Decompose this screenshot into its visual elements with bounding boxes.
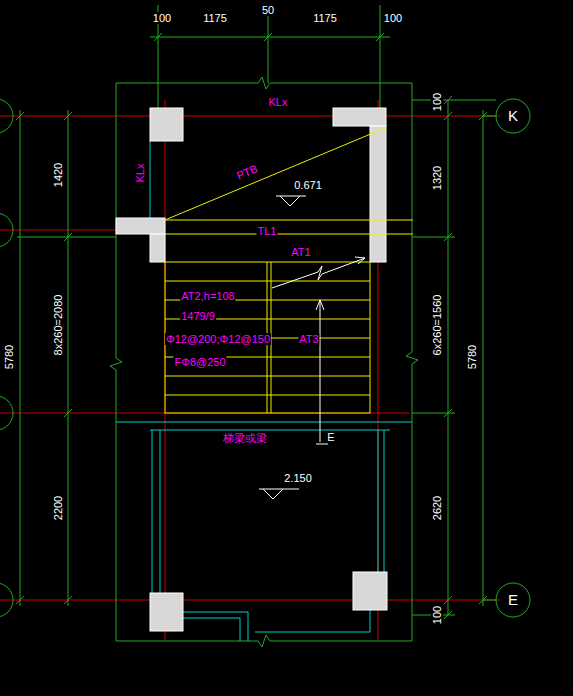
plan-stroke bbox=[316, 444, 328, 445]
dimension: 1175 bbox=[312, 12, 338, 24]
plan-stroke bbox=[276, 196, 306, 206]
flight-label: AT2,h=108 bbox=[180, 290, 235, 302]
axis-label: K bbox=[507, 110, 519, 122]
plan-stroke bbox=[268, 5, 269, 83]
plan-stroke bbox=[165, 234, 413, 235]
plan-stroke bbox=[483, 110, 484, 606]
dimension: 8x260=2080 bbox=[52, 294, 64, 357]
plan-stroke bbox=[0, 600, 500, 601]
plan-stroke bbox=[370, 126, 386, 262]
dimension: 1175 bbox=[202, 12, 228, 24]
plan-stroke bbox=[378, 430, 379, 572]
dimension: 1420 bbox=[52, 162, 64, 188]
beam-label: TL1 bbox=[257, 225, 278, 237]
dimension: 100 bbox=[431, 605, 443, 625]
plan-stroke bbox=[333, 108, 386, 126]
plan-stroke bbox=[116, 218, 165, 234]
beam-label: KLx bbox=[134, 163, 146, 184]
dimension: 5780 bbox=[3, 344, 15, 370]
plan-stroke bbox=[272, 258, 365, 288]
dimension: 5780 bbox=[466, 344, 478, 370]
plan-stroke bbox=[412, 100, 496, 101]
plan-stroke bbox=[0, 99, 13, 133]
plan-stroke bbox=[165, 281, 370, 282]
plan-stroke bbox=[165, 128, 385, 220]
plan-stroke bbox=[150, 593, 183, 631]
plan-stroke bbox=[20, 110, 21, 606]
plan-stroke bbox=[165, 281, 370, 395]
plan-stroke bbox=[165, 395, 370, 396]
plan-stroke bbox=[150, 234, 165, 262]
plan-stroke bbox=[0, 5, 530, 647]
plan-stroke bbox=[150, 37, 390, 38]
dimension: 6x260=1560 bbox=[431, 294, 443, 357]
plan-stroke bbox=[320, 300, 321, 442]
plan-stroke bbox=[150, 430, 390, 431]
flight-label: AT1 bbox=[290, 246, 311, 258]
plan-stroke bbox=[160, 430, 161, 593]
beam-note: 梯梁或梁 bbox=[222, 432, 268, 444]
flight-label: AT3 bbox=[298, 333, 319, 345]
dimension: 100 bbox=[152, 12, 172, 24]
axis-label: E bbox=[507, 594, 519, 606]
dimension: 100 bbox=[383, 12, 403, 24]
plan-stroke bbox=[316, 300, 324, 310]
plan-stroke bbox=[259, 196, 365, 499]
plan-stroke bbox=[384, 430, 385, 572]
plan-stroke bbox=[496, 583, 530, 617]
plan-stroke bbox=[353, 572, 387, 610]
beam-label: KLx bbox=[268, 96, 289, 108]
elevation: 0.671 bbox=[293, 179, 323, 191]
plan-stroke bbox=[183, 610, 370, 641]
plan-stroke bbox=[0, 213, 13, 247]
plan-stroke bbox=[358, 258, 365, 264]
plan-stroke bbox=[0, 583, 13, 617]
plan-stroke bbox=[150, 108, 183, 141]
plan-stroke bbox=[116, 422, 412, 423]
elevation: 2.150 bbox=[283, 472, 313, 484]
plan-stroke bbox=[150, 141, 151, 218]
plan-stroke bbox=[483, 116, 496, 117]
section-mark: E bbox=[326, 431, 335, 443]
plan-stroke bbox=[165, 128, 413, 413]
plan-stroke bbox=[17, 237, 116, 238]
plan-stroke bbox=[165, 220, 413, 221]
dimension: 2620 bbox=[431, 495, 443, 521]
dimension: 2200 bbox=[52, 495, 64, 521]
plan-stroke bbox=[259, 489, 299, 499]
plan-stroke bbox=[0, 116, 500, 117]
plan-stroke bbox=[116, 108, 387, 631]
plan-stroke bbox=[116, 141, 412, 641]
slab-label: PTB bbox=[234, 162, 260, 182]
plan-stroke bbox=[16, 33, 487, 619]
plan-stroke bbox=[483, 600, 496, 601]
plan-stroke bbox=[496, 99, 530, 133]
plan-stroke bbox=[165, 262, 370, 413]
plan-stroke bbox=[68, 110, 69, 606]
dimension: 100 bbox=[431, 92, 443, 112]
plan-stroke bbox=[448, 100, 449, 615]
rebar-note: 1479/9 bbox=[180, 310, 216, 322]
plan-stroke bbox=[110, 77, 418, 647]
plan-stroke bbox=[0, 396, 13, 430]
rebar-note: Φ12@200;Φ12@150 bbox=[165, 333, 271, 345]
dimension: 1320 bbox=[431, 165, 443, 191]
plan-stroke bbox=[380, 5, 381, 108]
plan-stroke bbox=[165, 376, 370, 377]
plan-stroke bbox=[355, 257, 365, 258]
plan-stroke bbox=[0, 100, 500, 640]
dimension: 50 bbox=[261, 4, 275, 16]
plan-stroke bbox=[152, 430, 153, 593]
rebar-note: FΦ8@250 bbox=[173, 356, 226, 368]
